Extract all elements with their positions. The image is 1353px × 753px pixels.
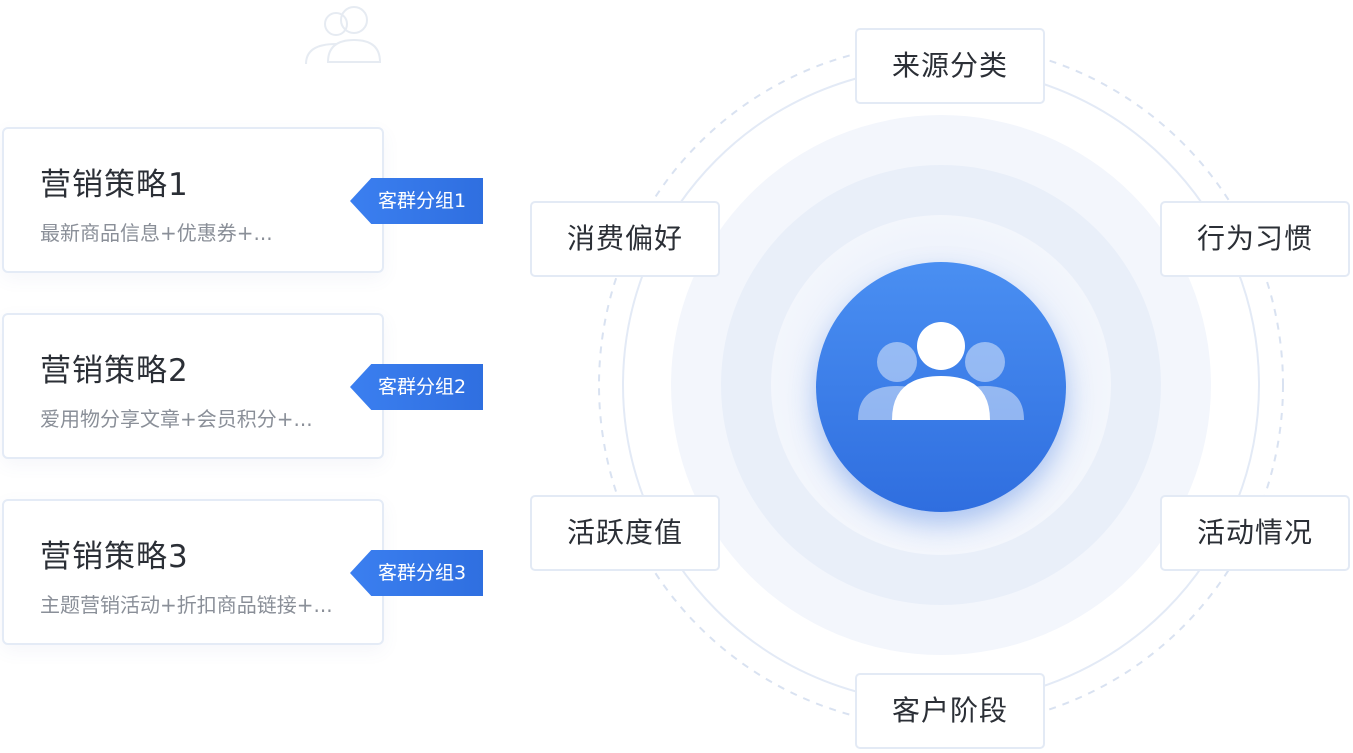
- strategy-description: 主题营销活动+折扣商品链接+...: [40, 593, 333, 617]
- attribute-activity-status[interactable]: 活动情况: [1160, 495, 1350, 571]
- users-group-icon: [858, 322, 1024, 420]
- attribute-source-category[interactable]: 来源分类: [855, 28, 1045, 104]
- strategy-description: 爱用物分享文章+会员积分+...: [40, 407, 313, 431]
- segment-tag-2: 客群分组2: [350, 364, 483, 410]
- attribute-behavior-habit[interactable]: 行为习惯: [1160, 201, 1350, 277]
- attribute-activity-value[interactable]: 活跃度值: [530, 495, 720, 571]
- users-outline-icon: [305, 6, 382, 65]
- attribute-consumption-preference[interactable]: 消费偏好: [530, 201, 720, 277]
- strategy-card-1[interactable]: 营销策略1 最新商品信息+优惠券+...: [2, 127, 384, 273]
- strategy-title: 营销策略2: [40, 353, 189, 389]
- strategy-card-2[interactable]: 营销策略2 爱用物分享文章+会员积分+...: [2, 313, 384, 459]
- segment-tag-3: 客群分组3: [350, 550, 483, 596]
- strategy-card-3[interactable]: 营销策略3 主题营销活动+折扣商品链接+...: [2, 499, 384, 645]
- strategy-title: 营销策略1: [40, 167, 189, 203]
- attribute-customer-stage[interactable]: 客户阶段: [855, 673, 1045, 749]
- strategy-title: 营销策略3: [40, 539, 189, 575]
- segment-tag-1: 客群分组1: [350, 178, 483, 224]
- strategy-description: 最新商品信息+优惠券+...: [40, 221, 273, 245]
